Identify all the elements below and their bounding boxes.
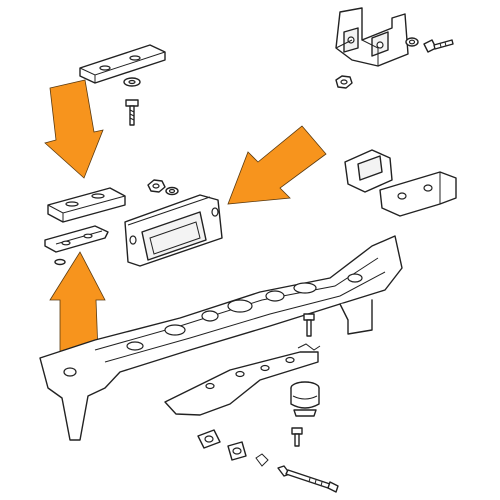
rubber-mount-pad [124, 194, 223, 267]
arrow-down [44, 79, 104, 179]
bushing-a [197, 429, 221, 449]
bushing-b [227, 441, 247, 461]
bolt-center [303, 313, 315, 337]
chassis-cross-member [39, 235, 403, 441]
long-bolt-bottom [277, 465, 339, 493]
arrow-diagonal [227, 125, 327, 205]
spacer-plate [47, 187, 126, 223]
rubber-isolator [290, 381, 320, 417]
nut-middle [147, 179, 166, 193]
bolt-left [125, 99, 139, 126]
washer-top-right [405, 37, 419, 47]
washer-left [123, 77, 141, 87]
clamp-bracket [44, 225, 109, 266]
support-rail-lower [164, 351, 319, 416]
spring-clip [297, 343, 321, 351]
washer-middle [165, 186, 179, 196]
mount-bracket-right [344, 149, 457, 217]
nut-top-right [335, 75, 353, 89]
mount-bracket-top-right [335, 7, 409, 67]
bolt-top-right [423, 39, 454, 53]
clip-small [255, 453, 269, 467]
arrow-up [49, 251, 106, 353]
spacer-block-top [79, 44, 166, 84]
bolt-small-bottom [291, 427, 303, 447]
